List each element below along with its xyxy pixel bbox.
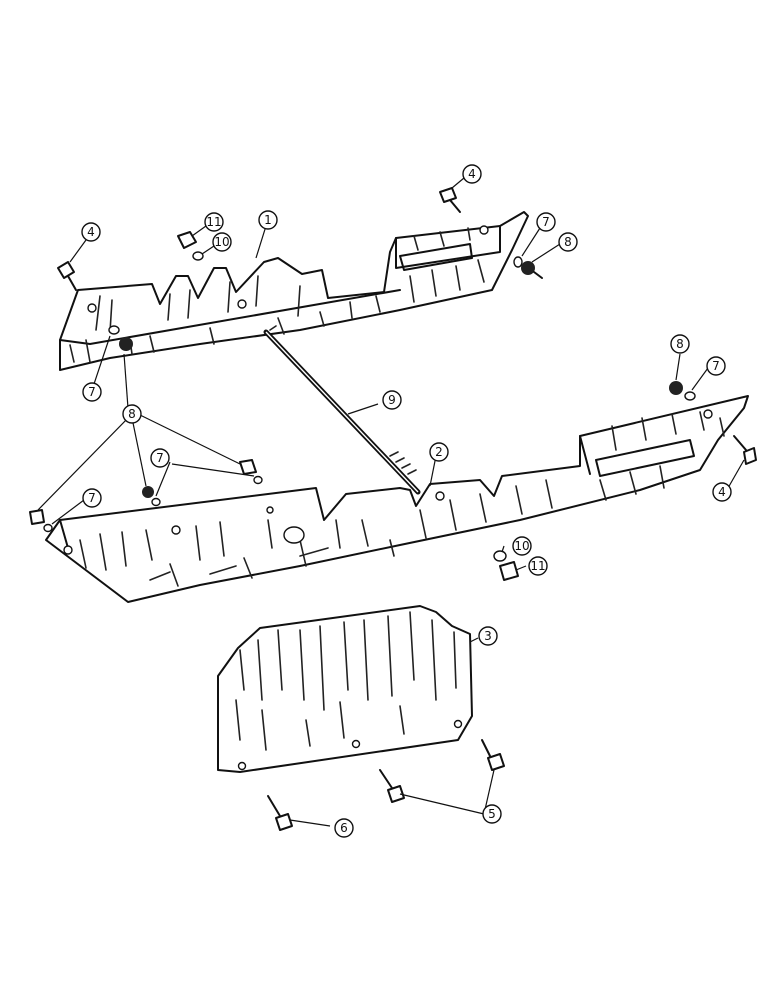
callout-6-label: 6: [340, 821, 348, 835]
callout-8-upper-right: 8: [558, 232, 578, 252]
washer-7-upper-left: [108, 325, 120, 335]
nut-8-mid-right: [239, 459, 257, 475]
washer-7-left: [43, 523, 53, 533]
callout-7-mid-label: 7: [156, 451, 164, 465]
callout-7-right-label: 7: [712, 359, 720, 373]
leader-lines: [37, 177, 745, 827]
bolt-plate-left: [267, 795, 293, 831]
washer-7-mid-right: [253, 475, 263, 485]
washer-7-mid: [151, 497, 161, 507]
callout-7-left: 7: [82, 488, 102, 508]
callout-7-upper-left: 7: [82, 382, 102, 402]
washer-10-upper: [192, 251, 204, 261]
callout-4-right: 4: [712, 482, 732, 502]
washer-7-upper-right: [513, 256, 523, 268]
callout-8-left-label: 8: [128, 407, 136, 421]
tie-rod: [263, 325, 421, 495]
nut-11-lower: [499, 561, 519, 581]
callout-8-left: 8: [122, 404, 142, 424]
washer-7-right: [684, 391, 696, 401]
callout-6: 6: [334, 818, 354, 838]
nut-8-mid: [142, 486, 154, 498]
bolt-right: [733, 435, 757, 465]
callout-4-top-label: 4: [468, 167, 476, 181]
upper-side-rail: [59, 211, 529, 371]
callout-2: 2: [429, 442, 449, 462]
callout-1: 1: [258, 210, 278, 230]
lower-side-rail: [45, 395, 749, 603]
callout-4-top: 4: [462, 164, 482, 184]
callout-11-lower-label: 11: [530, 559, 545, 573]
callout-4-left: 4: [81, 222, 101, 242]
callout-5: 5: [482, 804, 502, 824]
nut-8-right: [669, 381, 683, 395]
bolt-top-left: [57, 261, 77, 291]
nut-8-left: [29, 509, 45, 525]
callout-10-lower: 10: [512, 536, 532, 556]
callout-7-upper-right-label: 7: [542, 215, 550, 229]
bolt-plate-mid: [379, 769, 405, 803]
callout-8-upper-right-label: 8: [564, 235, 572, 249]
callout-3-label: 3: [484, 629, 492, 643]
callout-2-label: 2: [435, 445, 443, 459]
callout-3: 3: [478, 626, 498, 646]
callout-8-right: 8: [670, 334, 690, 354]
callout-9-label: 9: [388, 393, 396, 407]
callout-10-lower-label: 10: [514, 539, 529, 553]
nut-11-upper: [177, 231, 197, 249]
nut-8-upper-left: [119, 337, 133, 351]
callout-10-upper-label: 10: [214, 235, 229, 249]
bolt-top-right: [439, 187, 461, 213]
bolt-plate-right: [481, 739, 505, 771]
callout-7-mid: 7: [150, 448, 170, 468]
callout-7-upper-right: 7: [536, 212, 556, 232]
callout-1-label: 1: [264, 213, 272, 227]
callout-7-right: 7: [706, 356, 726, 376]
callout-4-left-label: 4: [87, 225, 95, 239]
callout-9: 9: [382, 390, 402, 410]
callout-7-upper-left-label: 7: [88, 385, 96, 399]
callout-4-right-label: 4: [718, 485, 726, 499]
callout-10-upper: 10: [212, 232, 232, 252]
callout-11-upper: 11: [204, 212, 224, 232]
callout-5-label: 5: [488, 807, 496, 821]
callout-8-right-label: 8: [676, 337, 684, 351]
callout-7-left-label: 7: [88, 491, 96, 505]
callout-11-lower: 11: [528, 556, 548, 576]
bottom-plate: [217, 605, 473, 773]
nut-8-upper-right: [521, 261, 543, 279]
washer-10-lower: [493, 550, 507, 562]
callout-11-upper-label: 11: [206, 215, 221, 229]
